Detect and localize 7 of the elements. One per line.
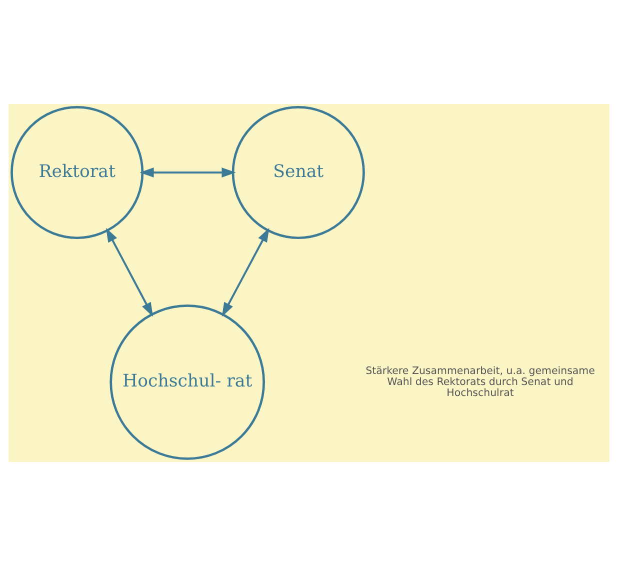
arrow <box>106 227 154 316</box>
node-circle: Senat <box>232 105 365 239</box>
node-circle: Hochschul- rat <box>110 304 265 460</box>
arrow <box>222 227 270 316</box>
node-circle: Rektorat <box>10 105 144 239</box>
label: Stärkere Zusammenarbeit, u.a. gemeinsame Wahl des Rektorats durch Senat und Hochschulrat <box>366 365 595 398</box>
arrow <box>140 167 236 177</box>
